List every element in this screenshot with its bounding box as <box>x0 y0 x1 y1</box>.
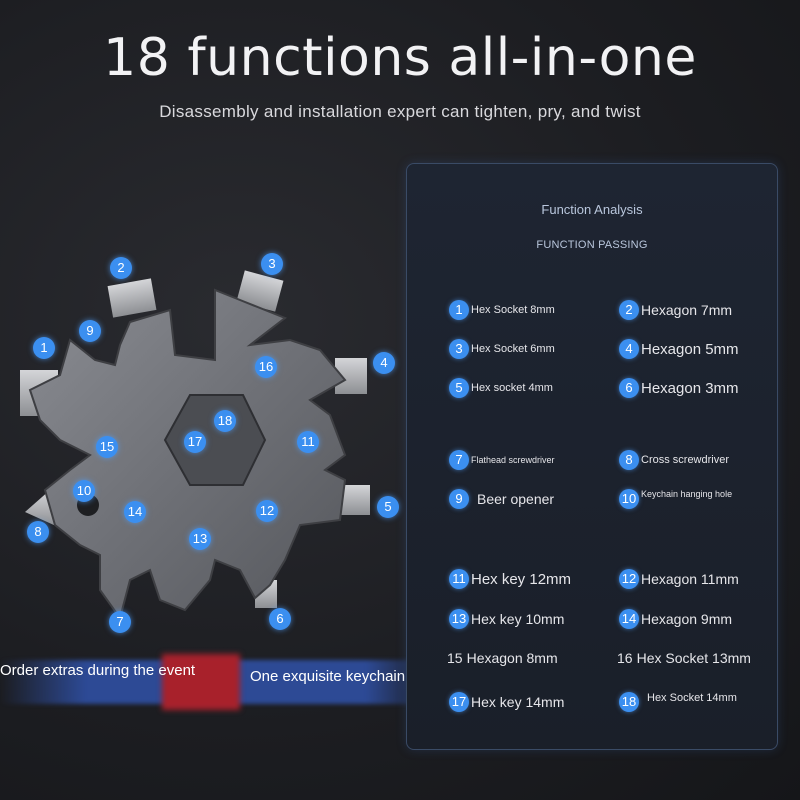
banner-left-text: Order extras during the event <box>0 662 196 679</box>
number-badge: 8 <box>619 450 639 470</box>
banner-red-block <box>162 654 240 710</box>
callout-14: 14 <box>124 501 146 523</box>
callout-8: 8 <box>27 521 49 543</box>
snowflake-tool-image <box>20 270 370 621</box>
number-badge: 4 <box>619 339 639 359</box>
number-badge: 11 <box>449 569 469 589</box>
function-label: Beer opener <box>477 491 555 507</box>
callout-12: 12 <box>256 500 278 522</box>
function-item-9: 9 Beer opener <box>449 489 554 509</box>
callout-13: 13 <box>189 528 211 550</box>
function-label: Hexagon 9mm <box>641 611 733 627</box>
function-label: Hex key 10mm <box>471 611 565 627</box>
function-item-18: 18 Hex Socket 14mm <box>619 692 737 712</box>
number-badge: 7 <box>449 450 469 470</box>
number-text: 15 <box>447 650 463 666</box>
callout-1: 1 <box>33 337 55 359</box>
number-badge: 1 <box>449 300 469 320</box>
number-badge: 2 <box>619 300 639 320</box>
function-label: Keychain hanging hole <box>641 489 733 499</box>
function-label: Hexagon 5mm <box>641 340 739 358</box>
callout-15: 15 <box>96 436 118 458</box>
number-badge: 10 <box>619 489 639 509</box>
number-badge: 9 <box>449 489 469 509</box>
function-label: Hex socket 4mm <box>471 382 553 394</box>
number-badge: 12 <box>619 569 639 589</box>
number-badge: 3 <box>449 339 469 359</box>
number-badge: 18 <box>619 692 639 712</box>
function-label: Hex Socket 13mm <box>636 650 751 666</box>
page-title: 18 functions all-in-one <box>103 28 697 88</box>
function-label: Hexagon 8mm <box>466 650 558 666</box>
hex-opening <box>163 394 267 486</box>
panel-subtitle: FUNCTION PASSING <box>536 239 648 251</box>
number-badge: 17 <box>449 692 469 712</box>
callout-6: 6 <box>269 608 291 630</box>
number-badge: 14 <box>619 609 639 629</box>
number-badge: 5 <box>449 378 469 398</box>
callout-2: 2 <box>110 257 132 279</box>
number-badge: 13 <box>449 609 469 629</box>
function-label: Flathead screwdriver <box>471 455 555 465</box>
callout-11: 11 <box>297 431 319 453</box>
number-text: 16 <box>617 650 633 666</box>
callout-9: 9 <box>79 320 101 342</box>
function-label: Hex Socket 8mm <box>471 304 555 316</box>
callout-10: 10 <box>73 480 95 502</box>
function-label: Hex Socket 6mm <box>471 343 555 355</box>
function-label: Hexagon 11mm <box>641 571 739 587</box>
callout-17: 17 <box>184 431 206 453</box>
function-label: Hex key 12mm <box>471 570 572 588</box>
callout-18: 18 <box>214 410 236 432</box>
callout-16: 16 <box>255 356 277 378</box>
function-label: Hex key 14mm <box>471 694 565 710</box>
callout-4: 4 <box>373 352 395 374</box>
function-label: Hex Socket 14mm <box>647 692 737 704</box>
function-label: Hexagon 3mm <box>641 379 739 397</box>
function-label: Cross screwdriver <box>641 454 730 466</box>
function-label: Hexagon 7mm <box>641 302 733 318</box>
tool-bit <box>236 270 284 312</box>
callout-5: 5 <box>377 496 399 518</box>
callout-3: 3 <box>261 253 283 275</box>
panel-title: Function Analysis <box>541 202 643 217</box>
callout-7: 7 <box>109 611 131 633</box>
number-badge: 6 <box>619 378 639 398</box>
banner-right-text: One exquisite keychain <box>250 668 406 685</box>
page-subtitle: Disassembly and installation expert can … <box>159 102 641 121</box>
tool-bit <box>107 278 157 318</box>
